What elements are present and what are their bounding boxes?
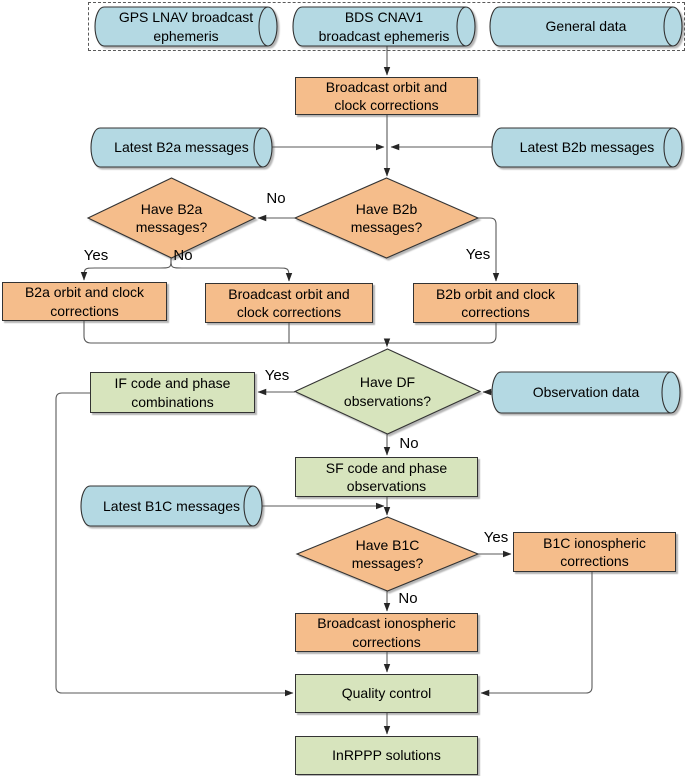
diamond-have-df-shape (293, 348, 482, 435)
edge-label-df-yes: Yes (264, 367, 290, 384)
edge-label-b2a-no: No (173, 247, 193, 264)
node-gps-lnav-ephemeris: GPS LNAV broadcast ephemeris (118, 9, 254, 44)
node-inrppp-solutions: InRPPP solutions (295, 736, 478, 775)
edge-label-b2a-yes: Yes (83, 247, 109, 264)
edge-label-b2b-yes: Yes (465, 246, 491, 263)
node-b1c-ionospheric: B1C ionospheric corrections (513, 532, 676, 572)
node-broadcast-orbit-clock-mid: Broadcast orbit and clock corrections (205, 283, 373, 323)
node-have-b2b-messages: Have B2b messages? (350, 200, 423, 235)
node-broadcast-orbit-clock-top: Broadcast orbit and clock corrections (295, 77, 478, 115)
diamond-have-b2b-shape (293, 177, 480, 259)
node-have-b1c-messages: Have B1C messages? (351, 536, 424, 571)
cylinder-observation-data-shape (491, 371, 681, 414)
node-latest-b2a-messages: Latest B2a messages (114, 139, 249, 156)
edge-label-df-no: No (399, 435, 419, 452)
cylinder-latest-b1c-shape (80, 485, 263, 527)
cylinder-latest-b2b-shape (491, 127, 683, 168)
node-bds-cnav1-ephemeris: BDS CNAV1 broadcast ephemeris (318, 9, 450, 44)
node-latest-b2b-messages: Latest B2b messages (519, 139, 655, 156)
cylinder-general-data-shape (489, 6, 683, 47)
node-latest-b1c-messages: Latest B1C messages (103, 497, 240, 514)
node-b2b-orbit-clock: B2b orbit and clock corrections (413, 283, 578, 323)
diamond-have-b1c-shape (295, 516, 480, 592)
node-general-data: General data (545, 18, 627, 35)
node-have-b2a-messages: Have B2a messages? (135, 200, 208, 235)
node-sf-code-phase: SF code and phase observations (295, 457, 478, 497)
edge-label-b1c-no: No (398, 590, 418, 607)
node-b2a-orbit-clock: B2a orbit and clock corrections (2, 282, 167, 321)
cylinder-bds-cnav1-shape (292, 6, 476, 47)
edge-label-b2b-no: No (266, 190, 286, 207)
cylinder-latest-b2a-shape (90, 127, 273, 168)
node-if-code-phase: IF code and phase combinations (90, 372, 255, 413)
node-broadcast-ionospheric: Broadcast ionospheric corrections (295, 613, 478, 652)
cylinder-gps-lnav-shape (94, 6, 278, 47)
node-quality-control: Quality control (295, 674, 478, 713)
edge-label-b1c-yes: Yes (483, 529, 509, 546)
node-observation-data: Observation data (532, 384, 640, 401)
node-have-df-observations: Have DF observations? (343, 374, 432, 409)
diamond-have-b2a-shape (86, 177, 257, 259)
